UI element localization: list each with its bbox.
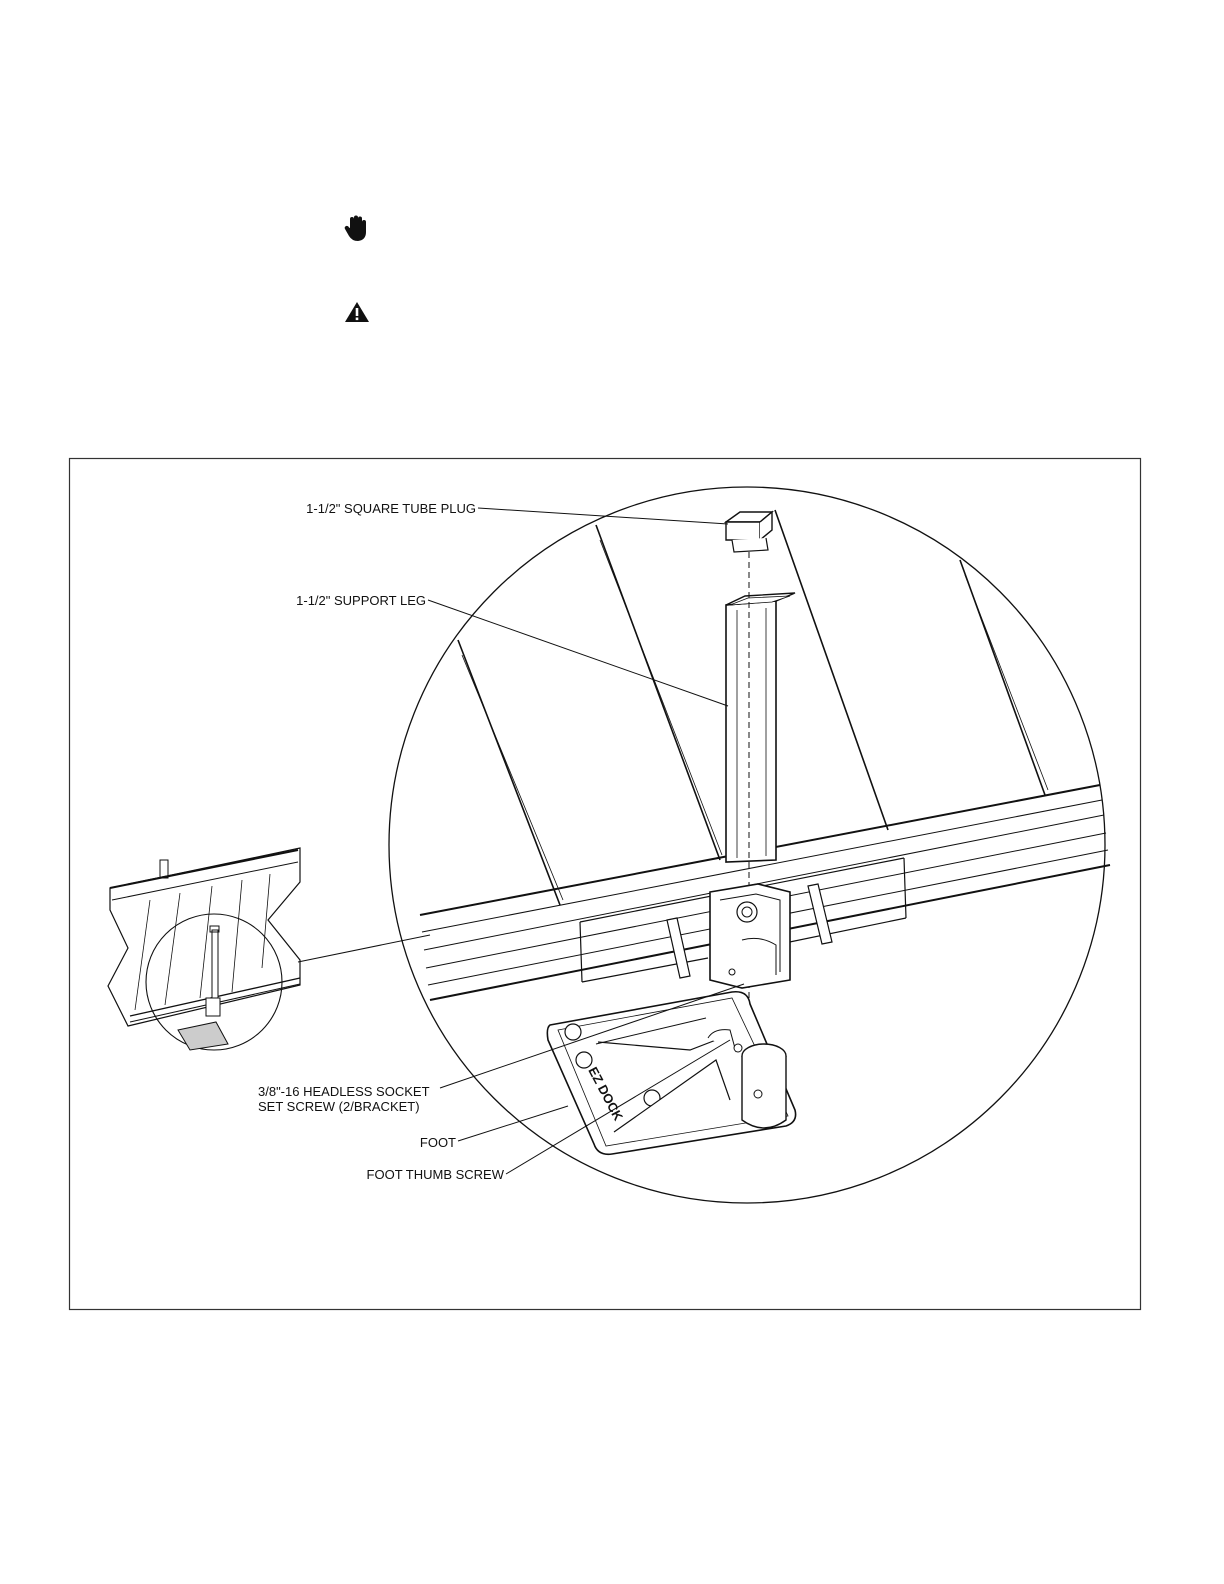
leg-bracket [710,884,790,988]
callout-foot-thumb-screw: FOOT THUMB SCREW [367,1167,505,1182]
support-leg [726,593,795,862]
callout-set-screw-line1: 3/8"-16 HEADLESS SOCKET [258,1084,430,1099]
figure-frame [70,459,1141,1310]
callout-support-leg: 1-1/2" SUPPORT LEG [296,593,426,608]
foot [547,992,795,1155]
overview-view [108,848,300,1050]
detail-leader-line [298,935,430,962]
callout-set-screw-line2: SET SCREW (2/BRACKET) [258,1099,420,1114]
tube-plug [726,512,772,552]
callout-foot: FOOT [420,1135,456,1150]
callout-tube-plug: 1-1/2" SQUARE TUBE PLUG [306,501,476,516]
